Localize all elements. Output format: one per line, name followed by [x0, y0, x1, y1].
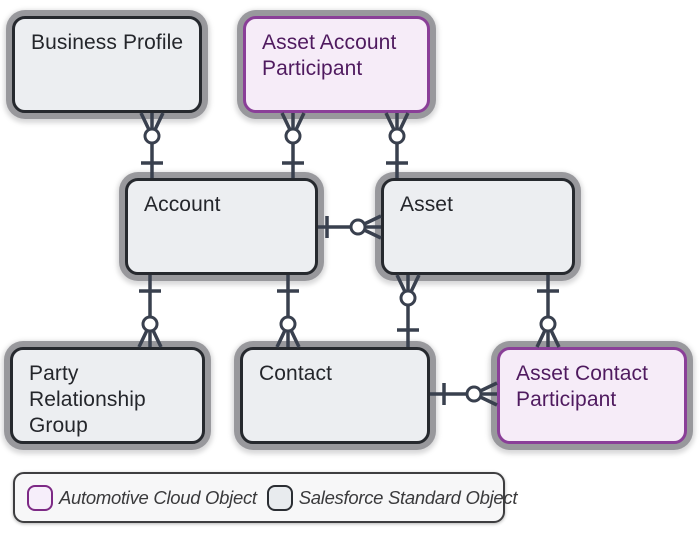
crows-foot-marker: [384, 112, 399, 137]
node-asset: Asset: [381, 178, 575, 275]
relationship-asset-account-participant-asset: [384, 112, 410, 178]
relationship-asset-asset-contact-participant: [535, 275, 561, 348]
legend-label: Automotive Cloud Object: [59, 486, 257, 508]
crows-foot-marker: [473, 392, 498, 407]
relationship-asset-contact: [395, 274, 421, 347]
relationship-business-profile-account: [139, 112, 165, 178]
zero-circle-marker: [388, 127, 406, 145]
zero-circle-marker: [539, 315, 557, 333]
relationship-contact-asset-contact-participant: [430, 381, 498, 407]
node-label: Account: [144, 193, 221, 216]
node-asset-account-participant: Asset Account Participant: [243, 16, 430, 113]
crows-foot-marker: [546, 323, 561, 348]
node-account: Account: [125, 178, 318, 275]
salesforce-standard-swatch-icon: [266, 484, 293, 511]
crows-foot-marker: [406, 274, 421, 299]
node-asset-contact-participant: Asset Contact Participant: [497, 347, 687, 444]
crows-foot-marker: [535, 323, 550, 348]
automotive-cloud-swatch-icon: [27, 484, 53, 511]
node-party-relationship-group: Party Relationship Group: [10, 347, 205, 444]
crows-foot-marker: [395, 112, 410, 137]
node-label: Asset: [400, 193, 454, 216]
zero-circle-marker: [284, 127, 302, 145]
crows-foot-marker: [137, 323, 152, 348]
zero-circle-marker: [399, 289, 417, 307]
crows-foot-marker: [286, 323, 301, 348]
legend-item-salesforce-standard: Salesforce Standard Object: [266, 484, 518, 511]
node-label: Asset Contact Participant: [516, 362, 649, 412]
node-label: Asset Account Participant: [262, 31, 397, 81]
crows-foot-marker: [291, 112, 306, 137]
zero-circle-marker: [279, 315, 297, 333]
crows-foot-marker: [280, 112, 295, 137]
node-label: Party Relationship Group: [29, 362, 146, 438]
zero-circle-marker: [349, 218, 367, 236]
crows-foot-marker: [139, 112, 154, 137]
crows-foot-marker: [357, 225, 382, 240]
node-contact: Contact: [240, 347, 430, 444]
relationship-account-asset: [318, 214, 382, 240]
relationship-account-contact: [275, 275, 301, 348]
zero-circle-marker: [465, 385, 483, 403]
crows-foot-marker: [473, 381, 498, 396]
node-label: Business Profile: [31, 31, 184, 54]
relationship-account-party-relationship-group: [137, 275, 163, 348]
crows-foot-marker: [150, 112, 165, 137]
legend-label: Salesforce Standard Object: [298, 486, 518, 508]
zero-circle-marker: [141, 315, 159, 333]
zero-circle-marker: [143, 127, 161, 145]
node-label: Contact: [259, 362, 333, 385]
crows-foot-marker: [148, 323, 163, 348]
legend: Automotive Cloud Object Salesforce Stand…: [13, 472, 517, 523]
legend-item-automotive-cloud: Automotive Cloud Object: [27, 484, 257, 511]
relationship-asset-account-participant-account: [280, 112, 306, 178]
crows-foot-marker: [275, 323, 290, 348]
crows-foot-marker: [357, 214, 382, 229]
crows-foot-marker: [395, 274, 410, 299]
node-business-profile: Business Profile: [12, 16, 202, 113]
